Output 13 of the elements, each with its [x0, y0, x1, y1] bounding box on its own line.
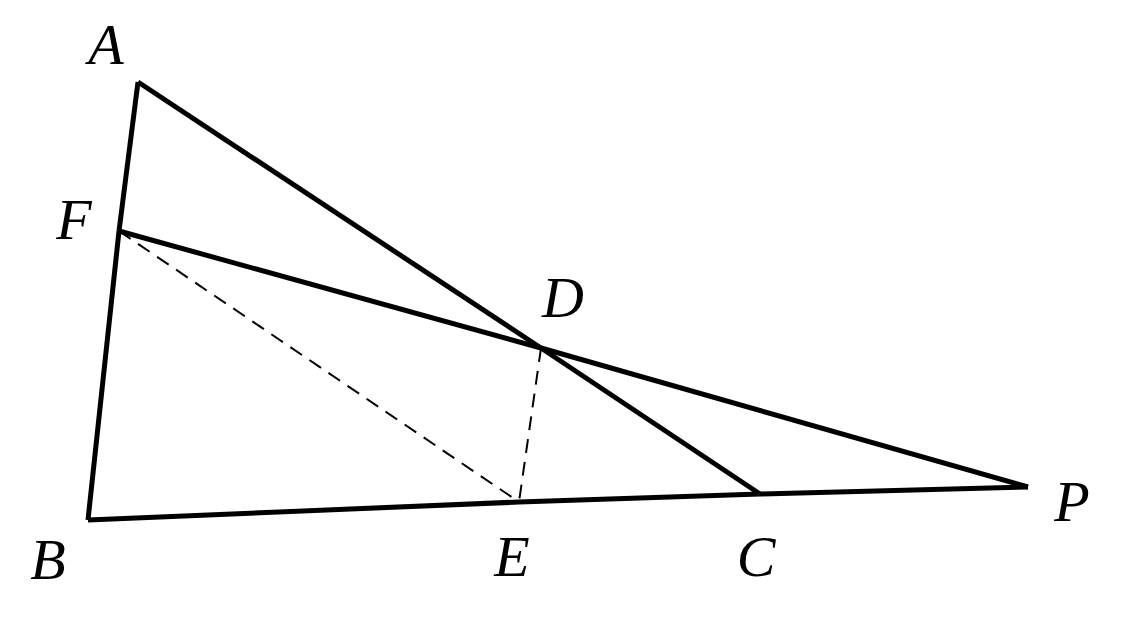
line-segment	[118, 228, 542, 351]
point-label: D	[542, 269, 584, 327]
point-label: F	[56, 191, 92, 249]
point-label: B	[30, 531, 66, 589]
line-segment	[116, 81, 141, 232]
point-label: C	[736, 528, 776, 586]
line-segment	[87, 499, 520, 523]
line-segment	[540, 345, 1029, 490]
line-segment	[759, 484, 1029, 497]
line-segment	[518, 491, 761, 505]
point-label: P	[1054, 473, 1090, 531]
line-segment	[85, 230, 122, 521]
point-label: E	[494, 528, 530, 586]
